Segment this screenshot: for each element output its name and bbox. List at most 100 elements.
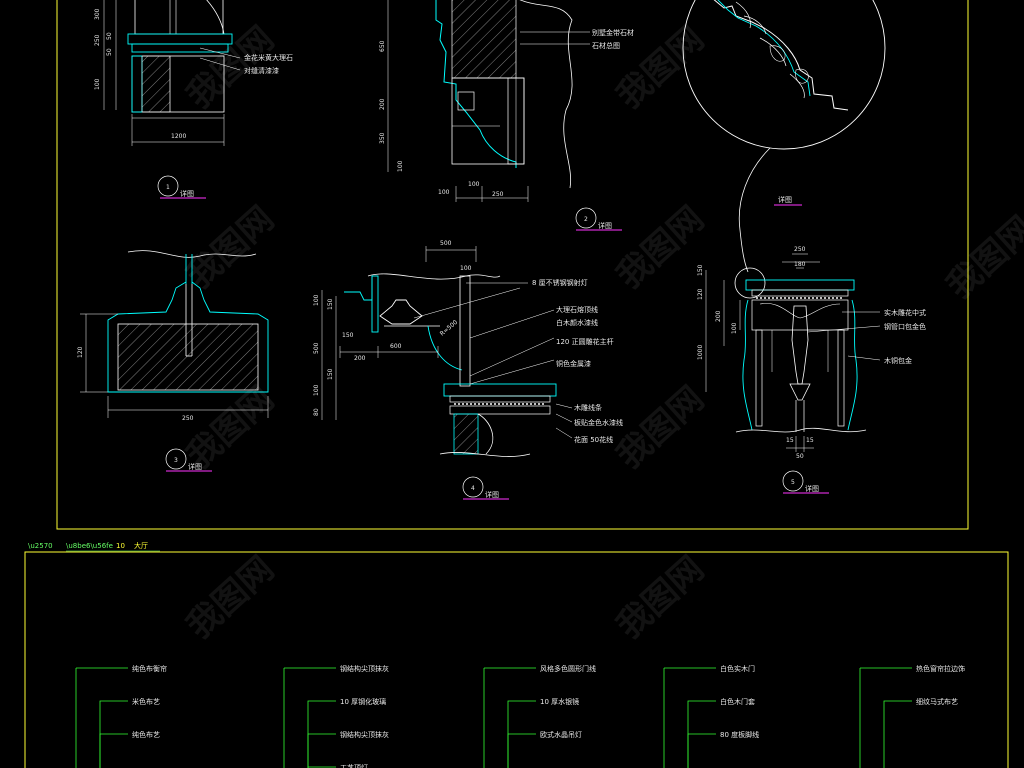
watermark-text: 我图网 [939, 209, 1024, 307]
sheet-prefix: \u8be6\u56fe [66, 542, 113, 550]
svg-text:3: 3 [174, 457, 178, 464]
detail-4-callout-1: 8 厘不锈钢钢射灯 [532, 278, 588, 287]
detail-4-callout-2: 大理石熔顶线 [556, 305, 598, 314]
detail-5-dim-250: 250 [794, 246, 806, 253]
detail-1-callout-2: 对缝清漆漆 [244, 66, 279, 75]
legend-leader [307, 733, 336, 768]
legend-leader [307, 700, 336, 768]
detail-title-2: 2 详图 [575, 207, 622, 231]
detail-1-dim-1200: 1200 [171, 133, 186, 140]
detail-1-dim-100: 100 [94, 78, 101, 90]
svg-text:详图: 详图 [485, 490, 499, 499]
detail-4-dim-80: 80 [313, 408, 320, 416]
watermark-text: 我图网 [179, 549, 282, 647]
legend-leader [507, 733, 536, 768]
enlarged-detail-circle [682, 0, 886, 299]
legend-item: 风格多色圆形门线 [540, 664, 596, 673]
detail-4-dim-500b: 500 [313, 342, 320, 354]
legend-leader [99, 700, 128, 768]
watermark-text: 我图网 [609, 549, 712, 647]
detail-1-dim-50a: 50 [106, 32, 113, 40]
detail-title-3: 3 详图 [165, 448, 212, 472]
legend-leader [99, 733, 128, 768]
legend-item: 钢结构尖顶抹灰 [340, 730, 389, 739]
legend-item: 欧式水晶吊灯 [540, 730, 582, 739]
detail-3-dim-120: 120 [77, 346, 84, 358]
svg-text:1: 1 [166, 184, 170, 191]
legend-item: 白色实木门 [720, 664, 755, 673]
legend-item: 纯色布艺 [132, 730, 160, 739]
detail-5-dim-100: 100 [731, 322, 738, 334]
detail-5-dim-50: 50 [796, 453, 804, 460]
detail-4-dim-150a: 150 [327, 298, 334, 310]
detail-4-radius: R=500 [439, 319, 459, 338]
detail-5-callout-2: 钢管口包金色 [884, 322, 926, 331]
legend-item: 米色布艺 [132, 697, 160, 706]
sheet-title: 大厅 [134, 541, 148, 550]
legend-item: 热色窗帘拉边饰 [916, 664, 965, 673]
svg-text:详图: 详图 [180, 189, 194, 198]
detail-1-dim-50b: 50 [106, 48, 113, 56]
detail-5-dim-15a: 15 [786, 437, 794, 444]
sheet-frame-top [56, 0, 969, 530]
sheet-marker: \u2570 [28, 542, 53, 550]
watermark-text: 我图网 [609, 199, 712, 297]
watermark-text: 我图网 [179, 199, 282, 297]
detail-4-dim-100: 100 [460, 265, 472, 272]
detail-4-dim-100c: 100 [313, 384, 320, 396]
detail-4-dim-150c: 150 [342, 332, 354, 339]
detail-5-callout-1: 实木雕花中式 [884, 308, 926, 317]
detail-1-dim-250: 250 [94, 34, 101, 46]
detail-4-dim-500: 500 [440, 240, 452, 247]
detail-5-dim-120: 120 [697, 288, 704, 300]
svg-text:5: 5 [791, 479, 795, 486]
detail-4-drawing [321, 246, 573, 457]
legend-leader [883, 700, 912, 768]
legend-item: 10 厚水银镜 [540, 697, 579, 706]
detail-2-dim-350: 350 [379, 132, 386, 144]
legend-leader [687, 700, 716, 768]
detail-5-dim-15b: 15 [806, 437, 814, 444]
detail-4-callout-8: 花面 50花线 [574, 435, 613, 444]
svg-text:4: 4 [471, 485, 475, 492]
legend-item: 工艺顶灯 [340, 763, 368, 768]
detail-2-callout-2: 石材总图 [592, 41, 620, 50]
legend-item: 细纹马式布艺 [916, 697, 958, 706]
detail-4-callout-4: 120 正圆雕花主杆 [556, 337, 614, 346]
detail-4-dim-150b: 150 [327, 368, 334, 380]
detail-4-callout-3: 白木颜水漆线 [556, 318, 598, 327]
detail-3-dim-250: 250 [182, 415, 194, 422]
sheet-frame-bottom [24, 551, 1009, 768]
detail-title-1: 1 详图 [157, 175, 206, 199]
detail-2-dim-100a: 100 [397, 160, 404, 172]
legend-leader [687, 733, 716, 768]
legend-item: 80 度板脚线 [720, 730, 759, 739]
legend-item: 钢结构尖顶抹灰 [340, 664, 389, 673]
svg-text:详图: 详图 [778, 195, 792, 204]
legend-item: 10 厚钢化玻璃 [340, 697, 386, 706]
detail-4-dim-200: 200 [354, 355, 366, 362]
detail-5-dim-1000: 1000 [697, 345, 704, 360]
sheet-number: 10 [116, 542, 125, 550]
detail-4-callout-6: 木雕线条 [574, 403, 602, 412]
detail-2-dim-200: 200 [379, 98, 386, 110]
detail-3-drawing [80, 250, 269, 418]
detail-5-dim-180: 180 [794, 261, 806, 268]
detail-5-dim-200: 200 [715, 310, 722, 322]
detail-title-enlarged: 详图 [774, 195, 802, 206]
legend-leader [507, 700, 536, 768]
legend-item: 白色木门套 [720, 697, 755, 706]
detail-title-5: 5 详图 [782, 470, 829, 494]
detail-2-drawing [387, 0, 590, 202]
detail-5-dim-150: 150 [697, 264, 704, 276]
watermark-text: 我图网 [179, 379, 282, 477]
detail-2-dim-100c: 100 [468, 181, 480, 188]
detail-2-dim-250: 250 [492, 191, 504, 198]
detail-2-dim-100b: 100 [438, 189, 450, 196]
detail-title-4: 4 详图 [462, 476, 509, 500]
detail-1-drawing [103, 0, 241, 146]
sheet-title-block: \u2570 \u8be6\u56fe 10 大厅 [28, 541, 160, 552]
